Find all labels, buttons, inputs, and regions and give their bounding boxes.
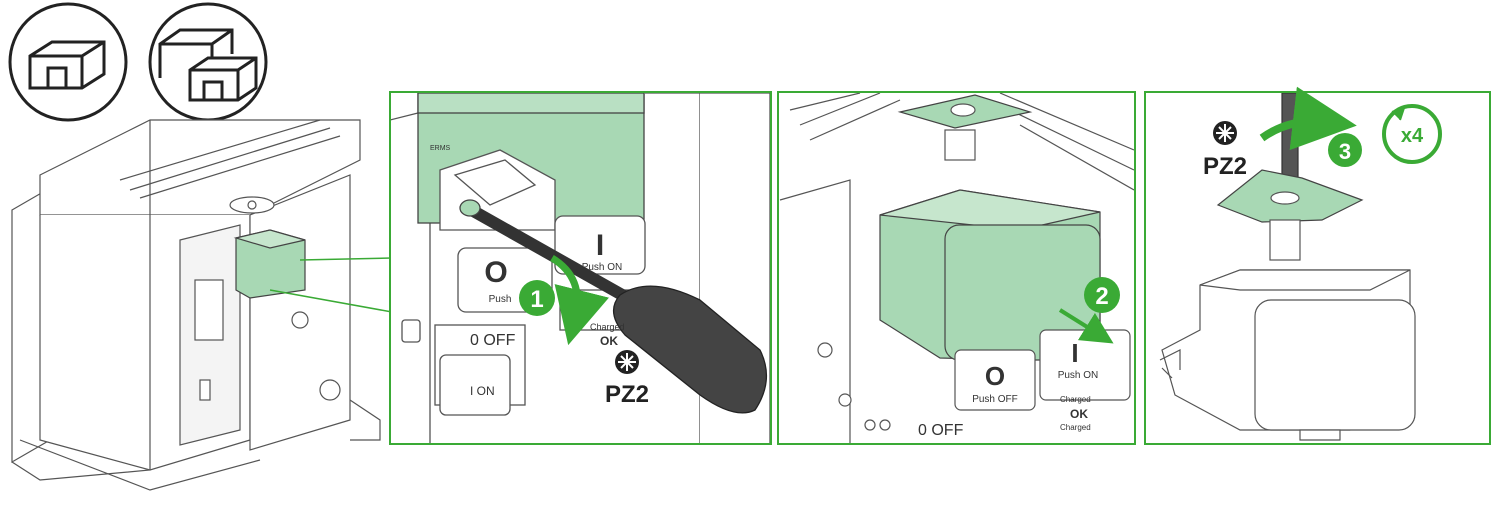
push-on-label: Push ON (582, 262, 623, 273)
pull-arrow-icon (1058, 308, 1114, 344)
panel-step-3: 3 x4 PZ2 (1144, 86, 1491, 445)
charged-label: Charged (1060, 395, 1091, 404)
ok-label: OK (600, 334, 618, 348)
double-box-icon (148, 2, 268, 122)
push-on-label: Push ON (1058, 370, 1099, 381)
breaker-overview (11, 119, 381, 491)
push-off-label: Push OFF (972, 394, 1018, 405)
step-badge-3 (1328, 133, 1362, 167)
push-label: Push (489, 294, 512, 305)
zero-off-label: 0 OFF (470, 332, 516, 349)
step-badge-2 (1084, 277, 1120, 313)
repeat-icon (1382, 104, 1442, 164)
single-box-icon (8, 2, 128, 122)
zero-off-label: 0 OFF (918, 422, 964, 439)
off-symbol: O (484, 256, 507, 289)
tool-label-pz2: PZ2 (1203, 153, 1247, 180)
phillips-head-icon (615, 350, 639, 374)
repeat-count: x4 (1401, 125, 1424, 147)
on-symbol: I (596, 229, 604, 262)
panel-step-2: O Push OFF I Push ON Charged OK Charged … (777, 91, 1136, 445)
tool-label-pz2: PZ2 (605, 381, 649, 408)
zoom-line (269, 289, 393, 313)
on-symbol: I (1071, 338, 1078, 368)
panel-step-1: O Push I Push ON 0 OFF I ON OK Charged E… (389, 91, 772, 445)
off-symbol: O (985, 361, 1005, 391)
phillips-head-icon (1213, 121, 1237, 145)
rotate-arrow-icon (1259, 86, 1357, 151)
rotate-arrow-icon (550, 255, 609, 346)
step-number-2: 2 (1095, 283, 1108, 310)
ok-label: OK (1070, 407, 1088, 421)
zoom-line (299, 257, 393, 261)
step-number-1: 1 (530, 286, 543, 313)
erms-label: ERMS (430, 145, 451, 152)
charged-label: Charged (1060, 423, 1091, 432)
on-label: I ON (470, 384, 495, 398)
step-badge-1 (519, 280, 555, 316)
charged-label: Charged (590, 322, 625, 332)
step-number-3: 3 (1339, 139, 1351, 164)
